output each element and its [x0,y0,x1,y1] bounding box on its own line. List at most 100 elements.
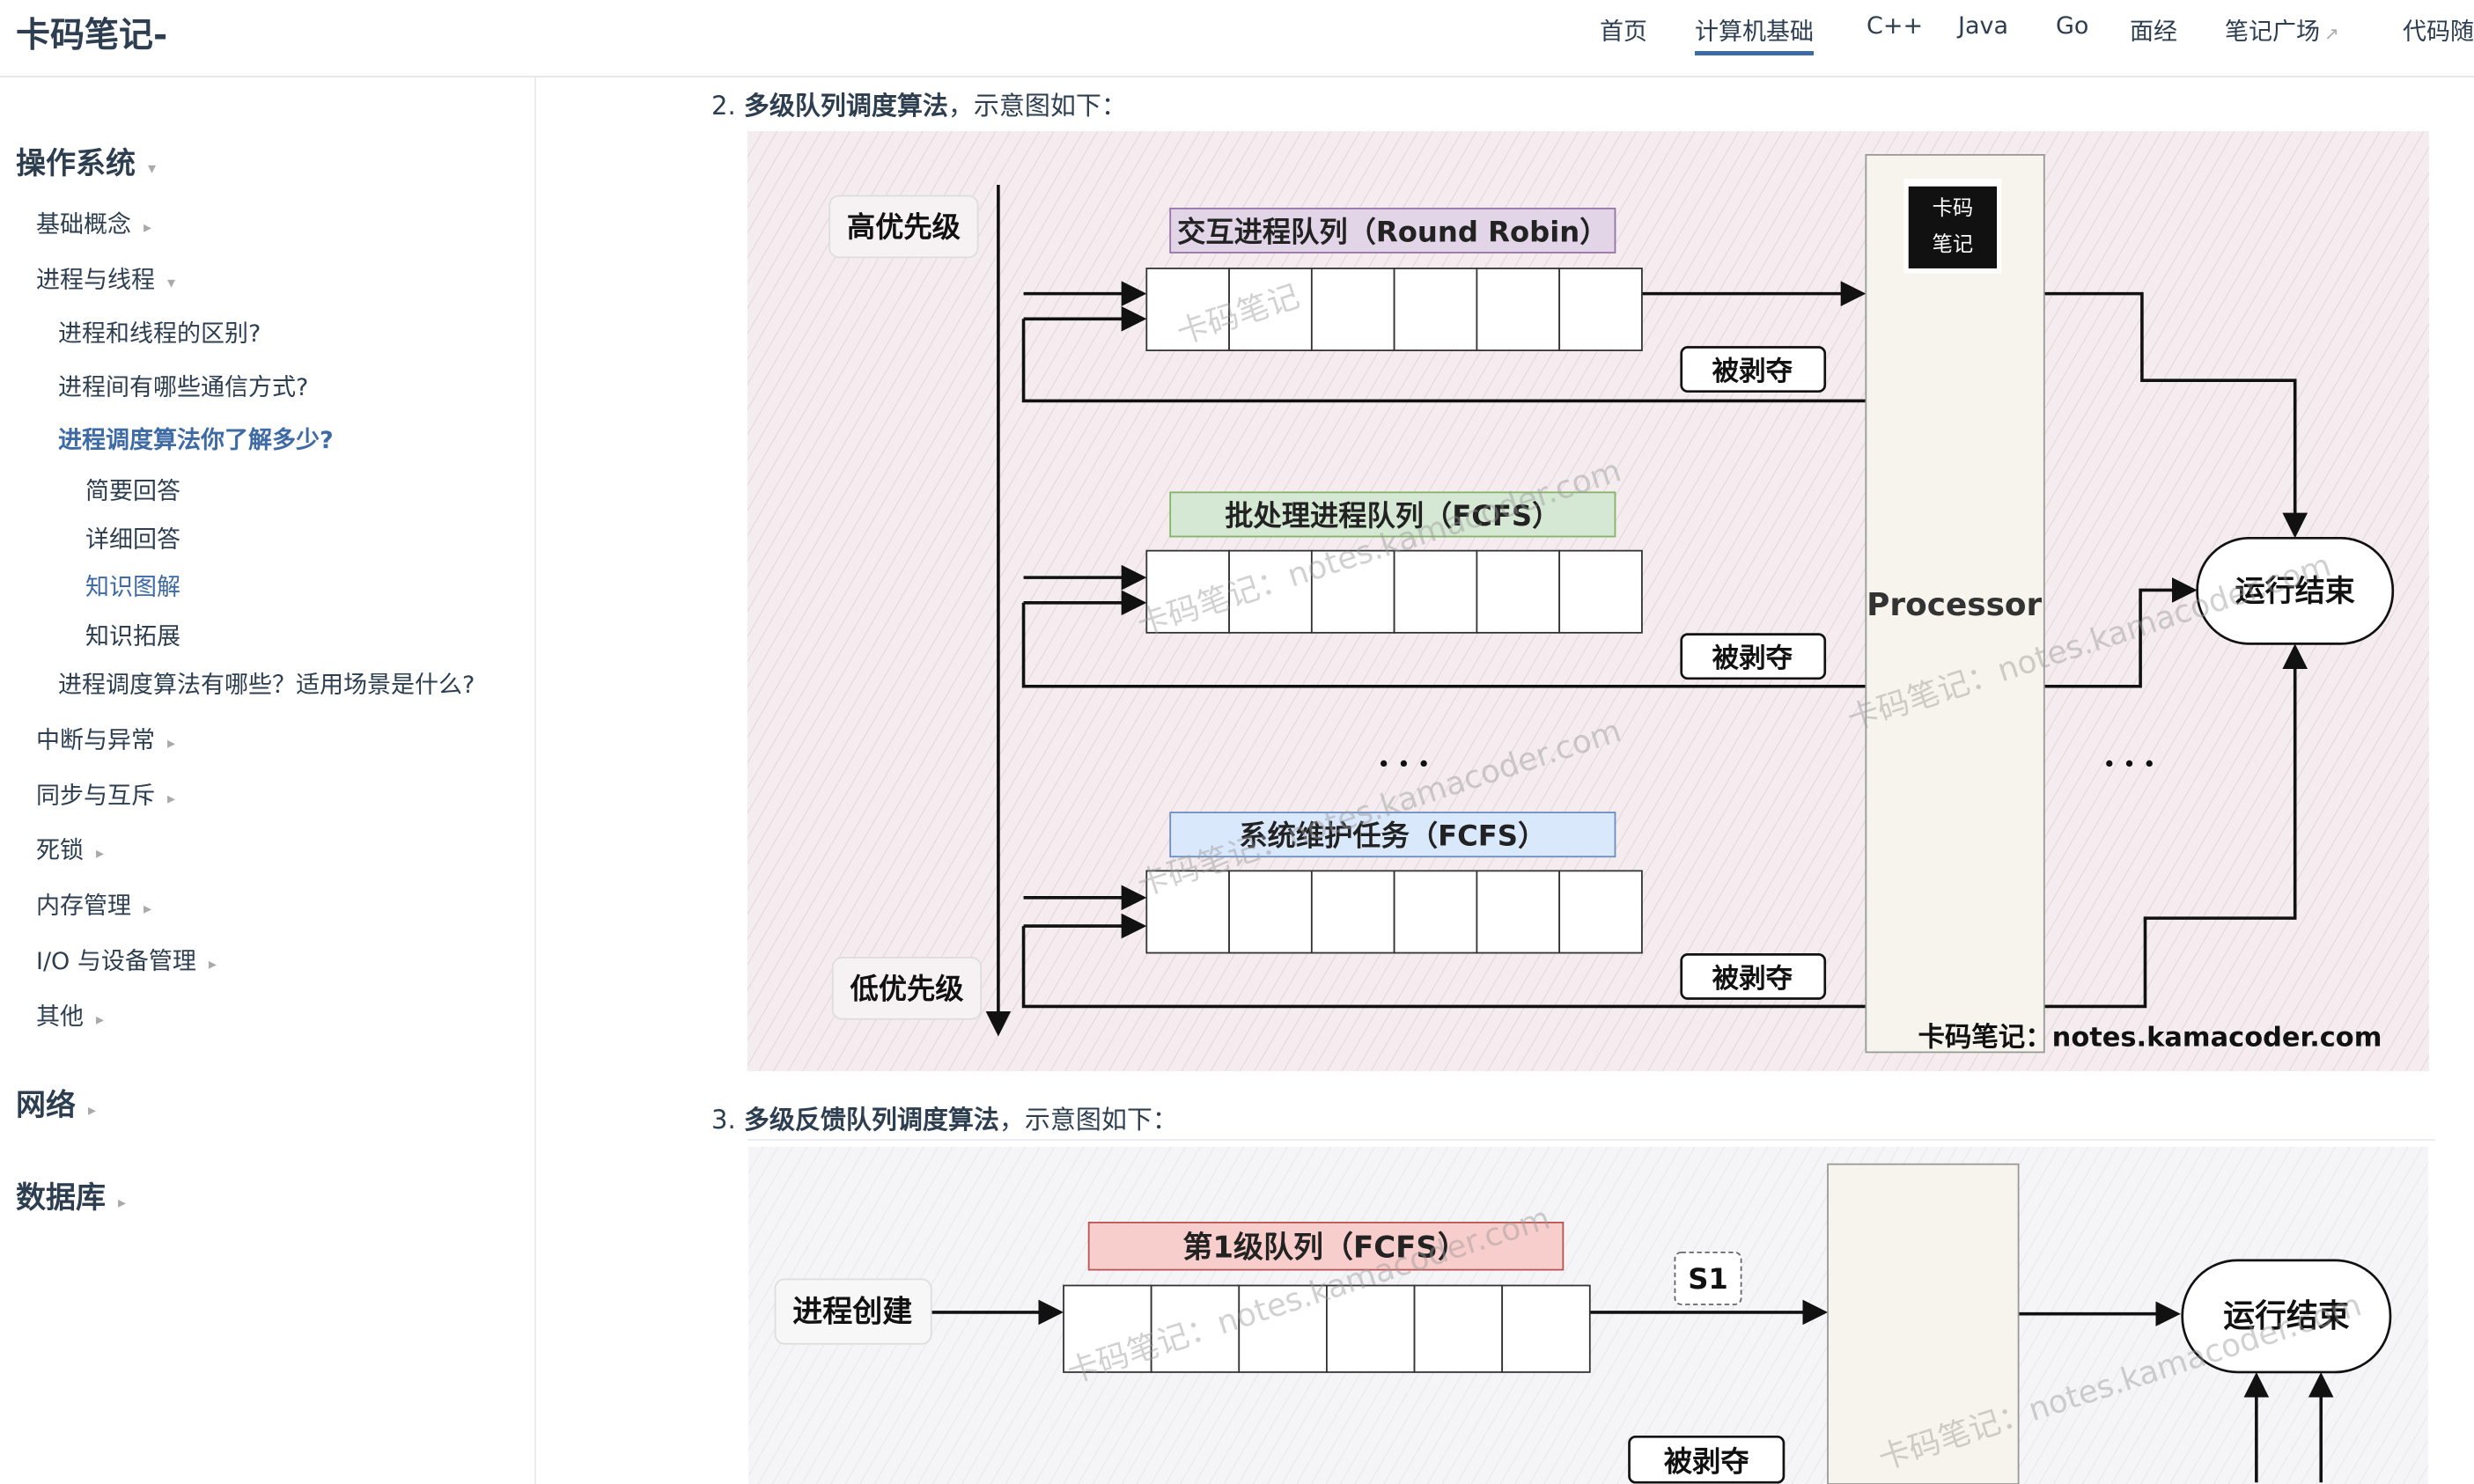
nav-cs-basics[interactable]: 计算机基础 [1695,12,1814,55]
processor-box [1827,1163,2020,1484]
sidebar-item-label: 进程调度算法有哪些？适用场景是什么? [58,672,475,699]
svg-text:被剥夺: 被剥夺 [1712,964,1793,995]
nav-code[interactable]: 代码随 [2403,18,2474,46]
queue-cell [1145,549,1230,634]
svg-text:系统维护任务（FCFS）: 系统维护任务（FCFS） [1239,819,1546,853]
queue-cell [1413,1284,1504,1373]
svg-text:运行结束: 运行结束 [2223,1298,2349,1334]
queue-cells [1145,549,1643,634]
svg-text:低优先级: 低优先级 [849,973,964,1006]
svg-text:卡码: 卡码 [1933,196,1974,220]
sidebar-item[interactable]: I/O 与设备管理▸ [36,942,217,976]
chevron-right-icon[interactable]: ▸ [208,955,217,973]
sidebar-item[interactable]: 同步与互斥 ▸ [36,776,175,811]
heading-bold: 多级反馈队列调度算法 [743,1105,999,1135]
chevron-right-icon[interactable]: ▸ [118,1194,127,1212]
queue-cell [1393,549,1478,634]
preempt-label-2: 被剥夺 [1680,633,1827,680]
sidebar-item-label: 进程与线程 [36,267,155,294]
sidebar-item[interactable]: 详细回答 [85,520,180,555]
sidebar-item[interactable]: 知识图解 [85,568,180,602]
chevron-right-icon[interactable]: ▸ [144,900,152,918]
sidebar-item[interactable]: 进程和线程的区别? [58,314,261,349]
queue-cell [1238,1284,1328,1373]
svg-text:高优先级: 高优先级 [847,210,961,244]
heading-rest: ，示意图如下： [947,91,1127,121]
queue-3-label: 系统维护任务（FCFS） [1169,812,1616,858]
sidebar-item-label: 进程间有哪些通信方式? [58,374,309,401]
heading-number: 3. [711,1105,744,1135]
nav-java[interactable]: Java [1958,12,2009,40]
high-priority-label: 高优先级 [828,195,979,259]
sidebar-item-label: 同步与互斥 [36,782,155,810]
site-logo[interactable]: 卡码笔记- [16,16,168,55]
sidebar-item[interactable]: 数据库 ▸ [16,1173,126,1216]
queue-cell [1558,268,1643,352]
sidebar-item[interactable]: 操作系统▾ [16,139,156,182]
sidebar-item[interactable]: 进程调度算法你了解多少? [58,421,334,455]
nav-notes-square-label: 笔记广场 [2225,18,2320,46]
svg-text:交互进程队列（Round Robin）: 交互进程队列（Round Robin） [1177,215,1608,248]
chevron-right-icon[interactable]: ▸ [96,1010,105,1029]
divider [747,1139,2435,1141]
sidebar-item-label: 知识图解 [85,574,180,601]
heading-number: 2. [711,91,744,121]
queue-cell [1310,870,1395,954]
end-node: 运行结束 [2196,536,2395,645]
nav-home[interactable]: 首页 [1600,18,1647,46]
queue-cell [1063,1284,1152,1373]
sidebar [0,77,536,1484]
sidebar-item[interactable]: 中断与异常 ▸ [36,721,175,755]
ellipsis-dots: • • • [1377,752,1430,777]
section-heading-3: 3. 多级反馈队列调度算法，示意图如下： [711,1099,1178,1136]
svg-text:运行结束: 运行结束 [2235,574,2355,609]
sidebar-item-label: 中断与异常 [36,727,155,754]
chevron-right-icon[interactable]: ▸ [96,844,105,863]
s1-label: S1 [1674,1252,1742,1305]
sidebar-item-label: 网络 [16,1088,76,1123]
sidebar-item[interactable]: 知识拓展 [85,617,180,651]
chevron-right-icon[interactable]: ▸ [167,734,176,753]
preempt-label-1: 被剥夺 [1680,346,1827,393]
kama-logo: 卡码笔记 [1903,178,2002,274]
queue-cell [1326,1284,1416,1373]
queue-cells [1063,1284,1591,1373]
nav-notes-square[interactable]: 笔记广场↗ [2225,12,2339,47]
sidebar-item[interactable]: 内存管理▸ [36,886,151,921]
sidebar-item-label: 死锁 [36,837,84,864]
queue-1-label: 交互进程队列（Round Robin） [1169,207,1616,253]
sidebar-item-label: 进程和线程的区别? [58,320,261,348]
chevron-right-icon[interactable]: ▸ [144,218,152,237]
sidebar-item[interactable]: 基础概念 ▸ [36,205,151,239]
top-header: 卡码笔记- 首页 计算机基础 C++ Java Go 面经 笔记广场↗ 代码随 [0,0,2474,77]
sidebar-item-label: 进程调度算法你了解多少? [58,427,334,454]
sidebar-item[interactable]: 死锁 ▸ [36,831,104,865]
chevron-right-icon[interactable]: ▸ [88,1101,97,1120]
chevron-down-icon[interactable]: ▾ [148,159,157,178]
sidebar-item-label: 其他 [36,1003,84,1031]
queue-cell [1501,1284,1591,1373]
queue-cell [1476,549,1561,634]
chevron-down-icon[interactable]: ▾ [167,274,176,292]
queue-cells [1145,268,1643,352]
sidebar-item-label: 数据库 [16,1180,106,1216]
chevron-right-icon[interactable]: ▸ [167,790,176,808]
sidebar-item[interactable]: 进程调度算法有哪些？适用场景是什么? [58,665,475,700]
sidebar-item[interactable]: 其他 ▸ [36,997,104,1032]
nav-go[interactable]: Go [2056,12,2089,40]
sidebar-item-label: 基础概念 [36,211,131,239]
nav-interview[interactable]: 面经 [2130,18,2177,46]
svg-text:第1级队列（FCFS）: 第1级队列（FCFS） [1182,1230,1468,1265]
preempt-label: 被剥夺 [1628,1435,1786,1484]
sidebar-item[interactable]: 进程间有哪些通信方式? [58,368,308,402]
sidebar-item[interactable]: 简要回答 [85,472,180,506]
sidebar-item[interactable]: 进程与线程 ▾ [36,261,175,295]
svg-text:Processor: Processor [1867,587,2042,623]
nav-cpp[interactable]: C++ [1867,12,1924,40]
sidebar-item-label: 简要回答 [85,478,180,505]
sidebar-item-label: 知识拓展 [85,623,180,650]
process-create-node: 进程创建 [774,1278,932,1345]
sidebar-item[interactable]: 网络 ▸ [16,1081,96,1124]
svg-text:笔记: 笔记 [1933,232,1974,256]
queue-cell [1393,268,1478,352]
